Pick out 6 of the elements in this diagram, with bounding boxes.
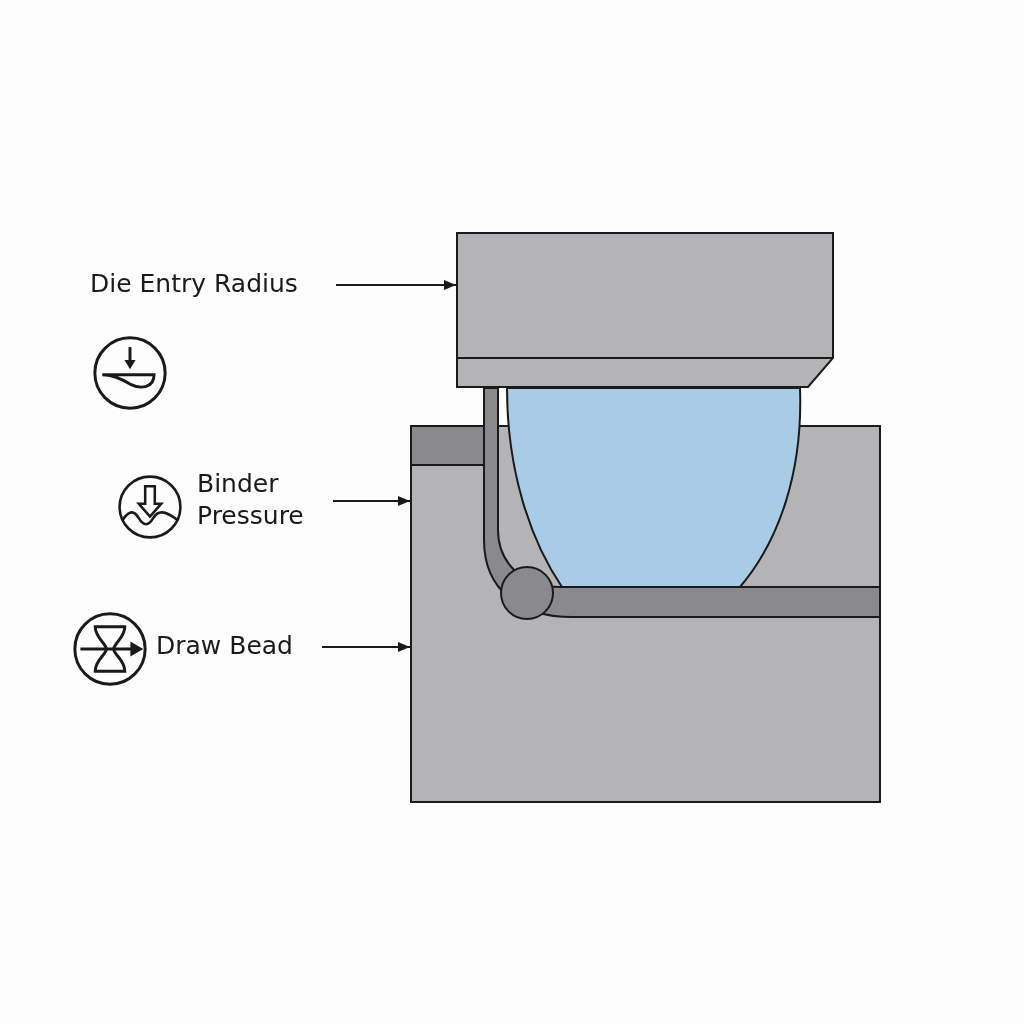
callout-label: Die Entry Radius <box>90 268 330 302</box>
callout-label: Binder Pressure <box>197 468 327 534</box>
leader-arrow <box>321 642 411 652</box>
leader-arrow <box>332 496 411 506</box>
leader-arrow <box>335 280 457 290</box>
callout-label: Draw Bead <box>156 630 316 664</box>
